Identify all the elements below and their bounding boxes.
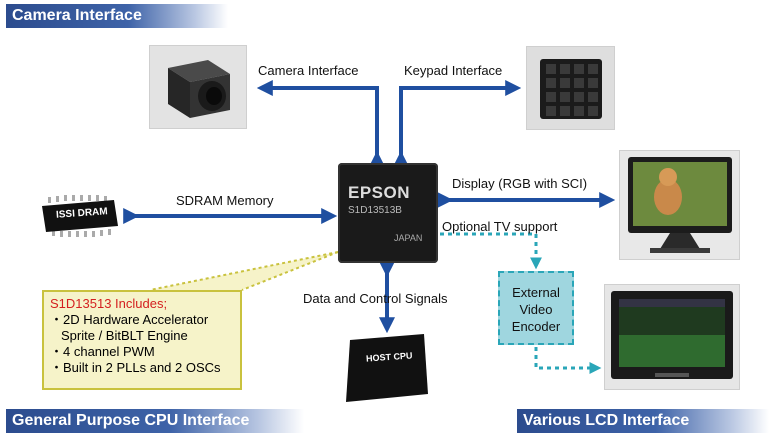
keypad-icon — [540, 59, 602, 119]
keypad-photo — [526, 46, 615, 130]
camera-icon — [168, 60, 230, 118]
display-rgb-label: Display (RGB with SCI) — [452, 176, 588, 191]
host-cpu-chip: HOST CPU — [340, 332, 430, 404]
callout-item: ・4 channel PWM — [50, 344, 155, 359]
features-callout: S1D13513 Includes; ・2D Hardware Accelera… — [42, 290, 242, 390]
sdram-chip: ISSI DRAM — [38, 194, 122, 238]
banner-various-lcd: Various LCD Interface — [517, 409, 769, 433]
external-video-encoder: External Video Encoder — [498, 271, 574, 345]
optional-tv-label: Optional TV support — [442, 219, 558, 234]
callout-title: S1D13513 Includes; — [50, 296, 168, 311]
data-control-label: Data and Control Signals — [303, 291, 448, 306]
monitor-icon — [628, 157, 732, 253]
chip-brand: EPSON — [348, 183, 411, 202]
encoder-line-2: Video — [519, 302, 553, 317]
banner-camera-interface: Camera Interface — [6, 4, 228, 28]
camera-arrow — [256, 80, 385, 167]
callout-item: ・Built in 2 PLLs and 2 OSCs — [50, 360, 221, 375]
sdram-chip-icon — [42, 195, 118, 237]
tv-photo — [604, 284, 740, 390]
camera-interface-label: Camera Interface — [258, 63, 359, 78]
monitor-photo — [619, 150, 740, 260]
callout-pointer — [150, 252, 338, 290]
callout-item: ・2D Hardware Accelerator — [50, 312, 209, 327]
encoder-line-3: Encoder — [511, 319, 561, 334]
encoder-dotted-arrow — [534, 347, 602, 374]
keypad-interface-label: Keypad Interface — [404, 63, 503, 78]
chip-origin: JAPAN — [394, 233, 423, 243]
tv-dotted-arrow — [440, 232, 542, 270]
banner-general-purpose-cpu: General Purpose CPU Interface — [6, 409, 304, 433]
epson-chip: EPSON S1D13513B JAPAN — [338, 163, 438, 263]
tv-icon — [611, 291, 733, 379]
keypad-arrow — [393, 80, 522, 167]
host-cpu-icon — [346, 334, 428, 402]
chip-part: S1D13513B — [348, 205, 402, 216]
camera-photo — [149, 45, 247, 129]
sdram-memory-label: SDRAM Memory — [176, 193, 274, 208]
callout-item: Sprite / BitBLT Engine — [61, 328, 188, 343]
encoder-line-1: External — [512, 285, 560, 300]
